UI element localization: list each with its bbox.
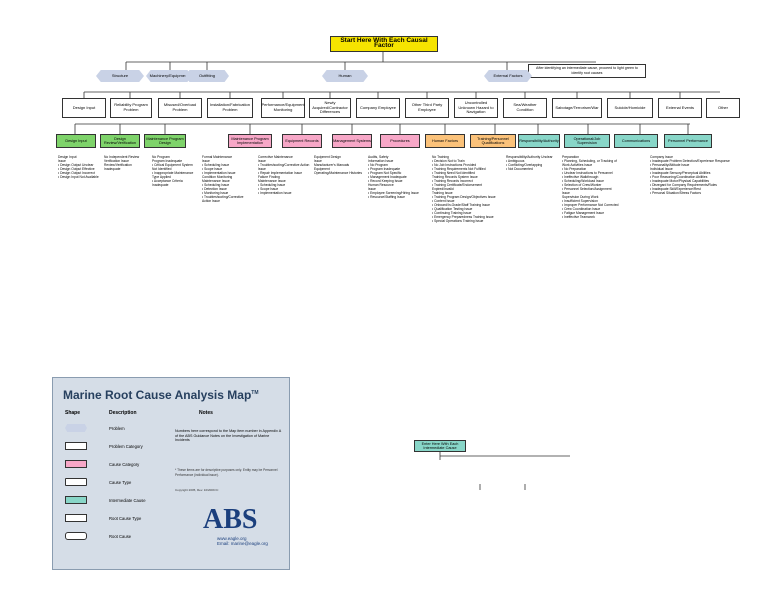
cause-communications: Communications	[614, 134, 658, 148]
legend-intermediate-cause: Intermediate Cause	[109, 498, 146, 503]
legend-problem-category-shape	[65, 442, 87, 450]
category-suicide: Suicide/Homicide	[607, 98, 653, 118]
category-external-events: External Events	[658, 98, 702, 118]
legend-title: Marine Root Cause Analysis MapTM	[63, 388, 259, 402]
problem-machinery: Machinery/Equipment	[146, 70, 192, 82]
legend-cause-type: Cause Type	[109, 480, 132, 485]
problem-structure: Structure	[96, 70, 144, 82]
legend-problem-shape	[65, 424, 87, 432]
category-sea-weather: Sea/Weather Condition	[503, 98, 547, 118]
cause-training: Training/Personnel Qualifications	[470, 134, 516, 148]
problem-label: Outfitting	[198, 72, 215, 78]
problem-label: External Factors	[493, 72, 523, 78]
abs-logo: ABS	[203, 504, 258, 535]
cause-personnel-performance: Personnel Performance	[664, 134, 712, 148]
detail-audits: Audits, Safety Information Issue • No Pr…	[368, 155, 419, 199]
detail-maintenance-design: No Program Program Inadequate • Critical…	[152, 155, 194, 187]
legend-header-shape: Shape	[65, 410, 81, 416]
legend-header-notes: Notes	[199, 410, 213, 416]
category-sabotage: Sabotage/Terrorism/War	[552, 98, 602, 118]
problem-external: External Factors	[484, 70, 532, 82]
legend-header-description: Description	[109, 410, 137, 416]
cause-responsibility: Responsibility/Authority	[518, 134, 560, 148]
category-installation: Installation/Fabrication Problem	[207, 98, 253, 118]
intermediate-cause-box: Enter Here With Each Intermediate Cause	[414, 440, 466, 452]
detail-training: No Training • Decision Not to Train • No…	[432, 155, 496, 223]
cause-management-systems: Management Systems	[332, 134, 372, 148]
legend-root-cause: Root Cause	[109, 534, 132, 539]
legend-problem: Problem	[109, 426, 125, 431]
cause-equipment-records: Equipment Records	[282, 134, 322, 148]
detail-review: No Independent Review Verification Issue…	[104, 155, 140, 171]
category-company-employee: Company Employee	[356, 98, 400, 118]
detail-design-input: Design Input Issue • Design Output Uncle…	[58, 155, 99, 179]
detail-supervision: Preparation • Planning, Scheduling, or T…	[562, 155, 619, 219]
legend-copyright: Copyright 2005, Rev. 10/2009 IC	[175, 488, 219, 492]
problem-label: Structure	[111, 72, 129, 78]
category-design-input: Design Input	[62, 98, 106, 118]
start-box: Start Here With Each Causal Factor	[330, 36, 438, 52]
legend-root-cause-shape	[65, 532, 87, 540]
detail-equipment: Equipment Design Issue Manufacturer's Ma…	[314, 155, 363, 175]
legend-root-cause-type-shape	[65, 514, 87, 522]
cause-supervision: Operational/Job Supervision	[564, 134, 610, 148]
legend-panel: Marine Root Cause Analysis MapTM Shape D…	[52, 377, 290, 570]
cause-design-review: Design Review/Verification	[100, 134, 140, 148]
legend-cause-category: Cause Category	[109, 462, 140, 467]
cause-maintenance-design: Maintenance Program Design	[144, 134, 186, 148]
legend-footnote: * These items are for descriptive purpos…	[175, 468, 278, 477]
cause-human-factors: Human Factors	[425, 134, 465, 148]
category-other: Other	[706, 98, 740, 118]
category-misused: Misused/Overload Problem	[158, 98, 202, 118]
problem-label: Machinery/Equipment	[149, 72, 189, 78]
category-reliability: Reliability Program Problem	[110, 98, 152, 118]
legend-root-cause-type: Root Cause Type	[109, 516, 142, 521]
cause-procedures: Procedures	[380, 134, 420, 148]
category-newly-acquired: Newly Acquired/Contractor Differences	[309, 98, 351, 118]
detail-responsibility: Responsibility/Authority Unclear • Ambig…	[506, 155, 553, 171]
category-performance: Performance/Equipment Monitoring	[261, 98, 305, 118]
legend-problem-category: Problem Category	[109, 444, 143, 449]
problem-label: Human	[338, 72, 352, 78]
detail-corrective-maintenance: Corrective Maintenance Issue • Troublesh…	[258, 155, 310, 195]
detail-personnel: Company Issue • Inadequate Problem Detec…	[650, 155, 730, 195]
problem-outfitting: Outfitting	[185, 70, 229, 82]
detail-formal-maintenance: Formal Maintenance Issue • Scheduling Is…	[202, 155, 244, 203]
category-third-party: Other Third Party Employee	[405, 98, 449, 118]
problem-human: Human	[322, 70, 368, 82]
legend-intermediate-shape	[65, 496, 87, 504]
cause-maintenance-impl: Maintenance Program Implementation	[228, 134, 272, 148]
category-uncontrolled: Uncontrolled Unknown Hazard to Navigatio…	[454, 98, 498, 118]
legend-cause-category-shape	[65, 460, 87, 468]
cause-design-input: Design Input	[56, 134, 96, 148]
legend-notes: Numbers here correspond to the Map item …	[175, 429, 281, 442]
legend-cause-type-shape	[65, 478, 87, 486]
intermediate-note: After identifying an intermediate cause,…	[528, 64, 646, 78]
